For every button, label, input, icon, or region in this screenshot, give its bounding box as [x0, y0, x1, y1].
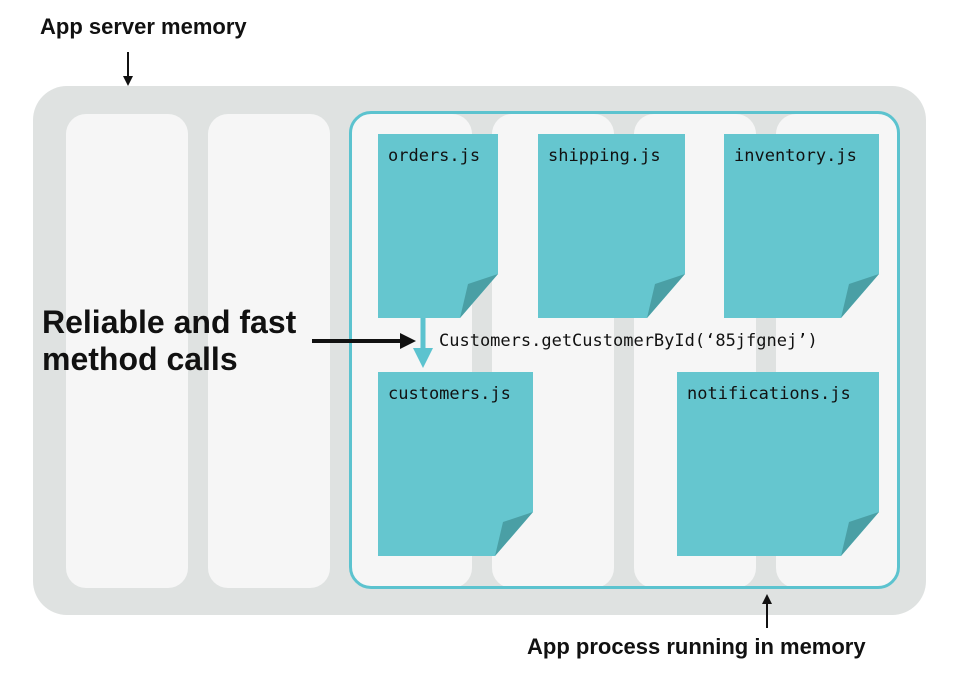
- file-customers-js: customers.js: [378, 372, 533, 556]
- file-page-icon: [724, 134, 879, 318]
- file-page-icon: [378, 134, 498, 318]
- file-shipping-js: shipping.js: [538, 134, 685, 318]
- lead-line-1: Reliable and fast: [42, 304, 297, 340]
- file-inventory-js: inventory.js: [724, 134, 879, 318]
- memory-column: [208, 114, 330, 588]
- file-name: notifications.js: [687, 384, 851, 404]
- file-page-icon: [677, 372, 879, 556]
- server-memory-pointer-arrow: [123, 52, 133, 86]
- reliable-fast-calls-label: Reliable and fast method calls: [42, 304, 296, 378]
- lead-line-2: method calls: [42, 341, 238, 377]
- file-name: shipping.js: [548, 146, 661, 166]
- file-orders-js: orders.js: [378, 134, 498, 318]
- file-name: inventory.js: [734, 146, 857, 166]
- file-name: customers.js: [388, 384, 511, 404]
- call-arrow-orders-to-customers: [413, 318, 433, 368]
- file-page-icon: [538, 134, 685, 318]
- app-process-label: App process running in memory: [527, 634, 866, 659]
- method-call-code: Customers.getCustomerById(‘85jfgnej’): [439, 331, 818, 351]
- file-notifications-js: notifications.js: [677, 372, 879, 556]
- file-page-icon: [378, 372, 533, 556]
- app-process-pointer-arrow: [762, 594, 772, 628]
- app-process-boundary: [349, 111, 900, 589]
- method-call-pointer-arrow: [312, 333, 416, 349]
- app-server-memory-label: App server memory: [40, 14, 247, 39]
- memory-column: [66, 114, 188, 588]
- file-name: orders.js: [388, 146, 481, 166]
